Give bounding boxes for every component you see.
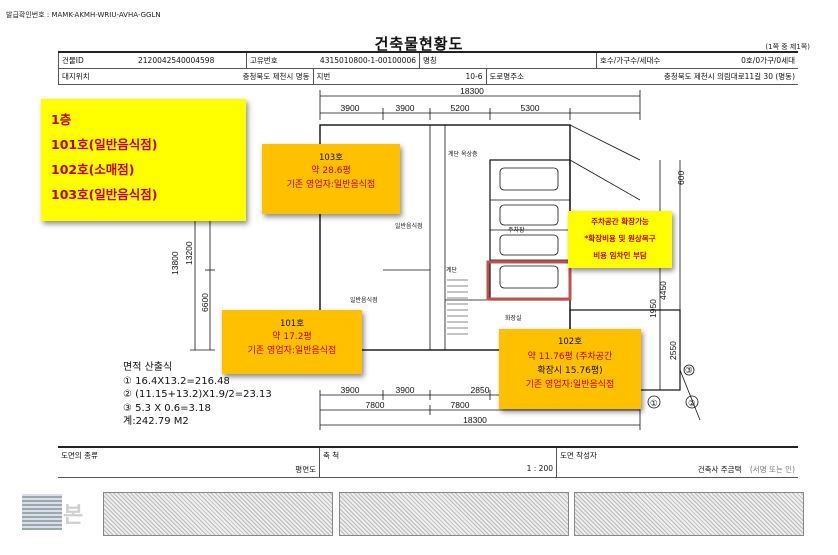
dim-bottom-inner-3: 2850 [471,385,490,395]
floor-label: 1층 [51,112,72,127]
unit-101-box: 101호 약 17.2평 기존 영업자:일반음식점 [222,310,362,374]
unit-103-box: 103호 약 28.6평 기존 영업자:일반음식점 [262,144,400,214]
dim-bottom-inner-1: 3900 [341,385,360,395]
author-label: 도면 작성자 [560,451,597,460]
area-calculation: 면적 산출식 ① 16.4X13.2=216.48 ② (11.15+13.2)… [123,361,272,429]
area-calc-total: 계:242.79 M2 [123,416,189,427]
area-calc-line3: ③ 5.3 X 0.6=3.18 [123,402,211,414]
room-label-b: 일반음식점 [350,296,378,304]
floor-summary-box: 1층 101호(일반음식점) 102호(소매점) 103호(일반음식점) [41,99,246,221]
floor-unit-101: 101호(일반음식점) [51,137,158,152]
lot-label: 지번 [312,68,420,85]
parking-note-box: 주차공간 확장가능 *확장비용 및 원상복구 비용 임차인 부담 [568,211,672,268]
security-pattern-3 [574,492,804,536]
parking-note-line1: 주차공간 확장가능 [591,217,649,226]
area-calc-title: 면적 산출식 [123,362,173,373]
unit-102-box: 102호 약 11.76평 (주차공간 확장시 15.76평) 기존 영업자:일… [499,329,641,409]
parking-label: 주차장 [508,226,525,234]
parking-note-line3: 비용 임차인 부담 [593,251,647,260]
author-value: 건축사 주금택 [697,465,742,474]
header-table: 건물ID 2120042540004598 고유번호 4315010800-1-… [58,51,798,85]
dim-top-total: 18300 [460,86,484,96]
security-stamp [22,494,62,530]
footer-table: 도면의 종류 평면도 축 척 1 : 200 도면 작성자 건축사 주금택 (서… [58,446,798,478]
drawing-type-label: 도면의 종류 [61,451,98,460]
sign-note: (서명 또는 인) [749,465,795,474]
location-label: 대지위치 [58,68,135,85]
area-calc-line2: ② (11.15+13.2)X1.9/2=23.13 [123,389,272,400]
stair-label: 계단 [446,266,458,274]
dim-right-1: 600 [676,171,686,185]
drawing-type-value: 평면도 [295,465,316,474]
floor-unit-103: 103호(일반음식점) [51,187,158,202]
unit-102-title: 102호 [557,337,583,347]
location-value: 충청북도 제천시 명동 [135,68,313,85]
floor-unit-102: 102호(소매점) [51,162,135,177]
unit-101-tenant: 기존 영업자:일반음식점 [247,346,337,357]
unit-103-tenant: 기존 영업자:일반음식점 [286,180,376,191]
unit-103-area: 약 28.6평 [311,166,351,177]
dim-left-1: 13800 [170,251,180,275]
room-label-a: 일반음식점 [395,222,423,230]
unit-102-area-line2: 확장시 15.76평) [537,365,603,376]
document-title: 건축물현황도 [374,35,464,53]
dim-top-2: 3900 [396,103,415,113]
unit-103-title: 103호 [318,153,344,163]
dim-top-1: 3900 [341,103,360,113]
stamp-character: 본 [63,503,84,528]
dim-top-3: 5200 [451,103,470,113]
lot-value: 10-6 [419,68,486,85]
circle-label-2: ② [688,398,696,408]
scale-label: 축 척 [323,451,340,460]
dim-left-2: 13200 [184,241,194,265]
dim-right-3: 4450 [658,281,668,300]
scale-value: 1 : 200 [526,464,553,473]
dim-right-4: 2550 [668,341,678,360]
parking-note-line2: *확장비용 및 원상복구 [584,234,656,243]
page-indicator: (1쪽 중 제1쪽) [765,43,810,51]
dim-top-4: 5300 [521,103,540,113]
dim-bottom-total: 18300 [463,415,487,425]
area-calc-line1: ① 16.4X13.2=216.48 [123,375,230,387]
dim-right-2: 1950 [648,299,658,318]
road-label: 도로명주소 [485,68,597,85]
unit-102-tenant: 기존 영업자:일반음식점 [525,380,615,391]
dim-bottom-inner-2: 3900 [396,385,415,395]
circle-label-1: ① [650,398,658,408]
parking-highlight [486,260,572,301]
circle-label-3: ③ [685,365,693,375]
security-pattern-1 [103,492,333,536]
stair-top-label: 계단 옥상층 [448,150,478,158]
unit-102-area-line1: 약 11.76평 (주차공간 [527,351,613,362]
dim-left-3: 6600 [200,293,210,312]
dim-bottom-mid-2: 7800 [451,400,470,410]
dim-bottom-mid-1: 7800 [366,400,385,410]
road-value: 충청북도 제천시 의림대로11길 30 (명동) [596,68,798,85]
unit-101-area: 약 17.2평 [272,332,312,343]
issue-number: 발급확인번호 : MAMK-AKMH-WRIU-AVHA-GGLN [6,11,161,19]
unit-101-title: 101호 [279,319,305,329]
toilet-label: 화장실 [505,314,522,322]
security-pattern-2 [339,492,569,536]
